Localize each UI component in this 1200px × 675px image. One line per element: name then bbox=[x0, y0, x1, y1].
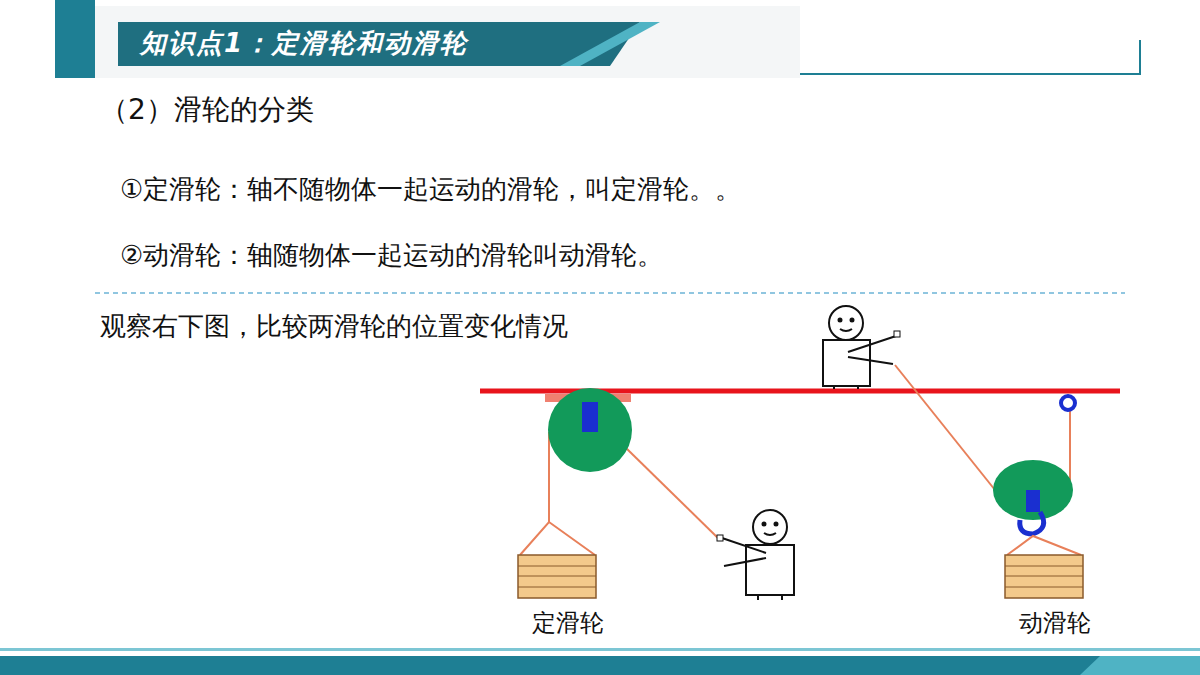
rope bbox=[895, 365, 995, 490]
side-bar bbox=[55, 0, 95, 78]
load-box bbox=[518, 555, 596, 598]
pulley-axle bbox=[582, 402, 598, 432]
load-box bbox=[1005, 555, 1083, 598]
pulley-label: 动滑轮 bbox=[1019, 609, 1091, 638]
person bbox=[823, 306, 900, 389]
pulley-label: 定滑轮 bbox=[532, 609, 604, 638]
divider bbox=[95, 292, 1125, 294]
header-rule bbox=[800, 40, 1140, 74]
rope bbox=[626, 448, 720, 540]
definition-text: ②动滑轮：轴随物体一起运动的滑轮叫动滑轮。 bbox=[120, 240, 663, 271]
header-panel bbox=[95, 6, 800, 78]
footer-line bbox=[0, 648, 1200, 651]
slide-title: 知识点1：定滑轮和动滑轮 bbox=[140, 28, 468, 59]
rope-anchor bbox=[1061, 396, 1075, 410]
footer-accent bbox=[1080, 656, 1200, 675]
banner-stripe bbox=[560, 22, 660, 66]
pulley-axle bbox=[1026, 490, 1040, 512]
instruction-text: 观察右下图，比较两滑轮的位置变化情况 bbox=[100, 311, 568, 342]
title-banner bbox=[118, 22, 640, 66]
rope-sling bbox=[520, 522, 595, 555]
rope bbox=[548, 432, 550, 522]
hook bbox=[1020, 512, 1044, 534]
definition-text: ①定滑轮：轴不随物体一起运动的滑轮，叫定滑轮。。 bbox=[120, 174, 741, 205]
movable-pulley bbox=[993, 460, 1073, 520]
section-heading: （2）滑轮的分类 bbox=[100, 93, 314, 127]
rope-sling bbox=[1007, 536, 1081, 555]
person bbox=[717, 510, 794, 600]
footer-bar bbox=[0, 656, 1200, 675]
rope bbox=[1069, 410, 1071, 488]
fixed-pulley bbox=[548, 388, 632, 472]
